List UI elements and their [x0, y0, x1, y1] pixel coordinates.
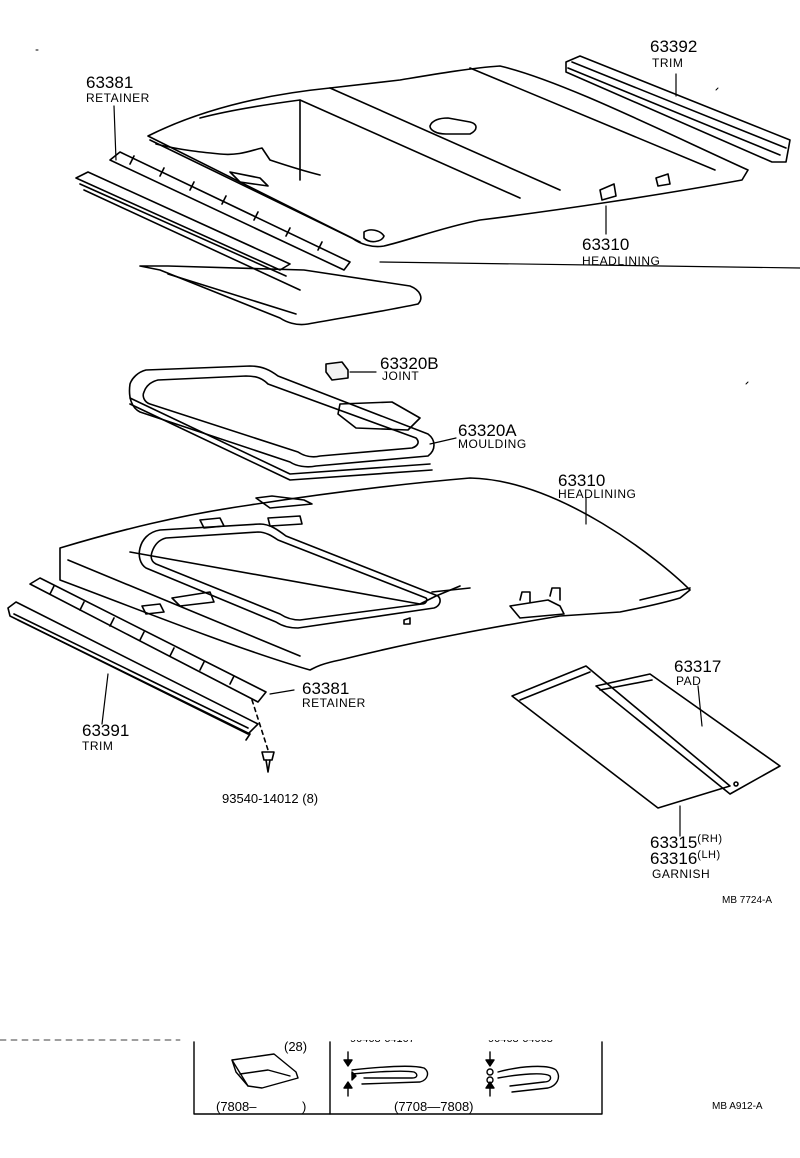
- part-number-screw: 93540-14012 (8): [222, 791, 319, 806]
- screw-93540-part: [251, 699, 275, 773]
- part-number-63381-top: 63381: [86, 73, 134, 92]
- inset-range-right: (7708—7808): [394, 1099, 474, 1114]
- moulding-63320A-part: [128, 365, 435, 481]
- retainer-63381-bottom-part: [29, 577, 267, 703]
- inset-part-a: 90468-64107: [350, 1033, 415, 1045]
- garnish-63315-part: [511, 665, 731, 809]
- trim-63391-part: [7, 601, 259, 741]
- garnish-rh-number: 63315: [650, 833, 698, 852]
- trim-63392-part: [565, 55, 791, 163]
- headlining-top-part: [147, 65, 749, 248]
- part-number-63310-top: 63310: [582, 235, 630, 254]
- inset-part-b: 90468-64068: [488, 1033, 553, 1045]
- part-number-63320A: 63320A: [458, 421, 517, 440]
- headlining-mid-part: [59, 477, 691, 671]
- trim-strip-top: [75, 171, 422, 326]
- retainer-63381-top-part: [109, 151, 351, 271]
- part-name-retainer-top: RETAINER: [86, 91, 150, 105]
- part-number-63320B: 63320B: [380, 354, 439, 373]
- part-name-trim-bottom: TRIM: [82, 739, 114, 753]
- part-name-garnish: GARNISH: [652, 867, 711, 881]
- pad-63317-part: [595, 673, 781, 795]
- part-number-63392: 63392: [650, 37, 698, 56]
- part-number-63317: 63317: [674, 657, 722, 676]
- inset-range-left: (7808–: [216, 1099, 257, 1114]
- part-name-joint: JOINT: [382, 369, 420, 383]
- joint-63320B-part: [325, 361, 421, 431]
- part-name-retainer-bottom: RETAINER: [302, 696, 366, 710]
- inset-range-left-end: ): [302, 1099, 307, 1114]
- part-name-trim-top: TRIM: [652, 56, 684, 70]
- garnish-rh-suffix: (RH): [697, 833, 723, 845]
- diagram-code-sub: MB A912-A: [712, 1101, 763, 1112]
- part-number-63391: 63391: [82, 721, 130, 740]
- part-name-headlining-mid: HEADLINING: [558, 487, 637, 501]
- part-number-63381-bottom: 63381: [302, 679, 350, 698]
- inset-qty: (28): [284, 1039, 308, 1054]
- part-number-63315: 63315(RH): [650, 834, 723, 852]
- diagram-code-main: MB 7724-A: [722, 895, 773, 906]
- part-name-moulding: MOULDING: [458, 437, 527, 451]
- part-number-63316: 63316(LH): [650, 850, 721, 868]
- inset-panel: [0, 1039, 603, 1115]
- stray-marks: [35, 49, 749, 385]
- part-name-headlining-top: HEADLINING: [582, 254, 661, 268]
- garnish-lh-number: 63316: [650, 849, 698, 868]
- part-name-pad: PAD: [676, 674, 702, 688]
- garnish-lh-suffix: (LH): [697, 849, 721, 861]
- part-number-63310-mid: 63310: [558, 471, 606, 490]
- leader-lines: [101, 73, 800, 837]
